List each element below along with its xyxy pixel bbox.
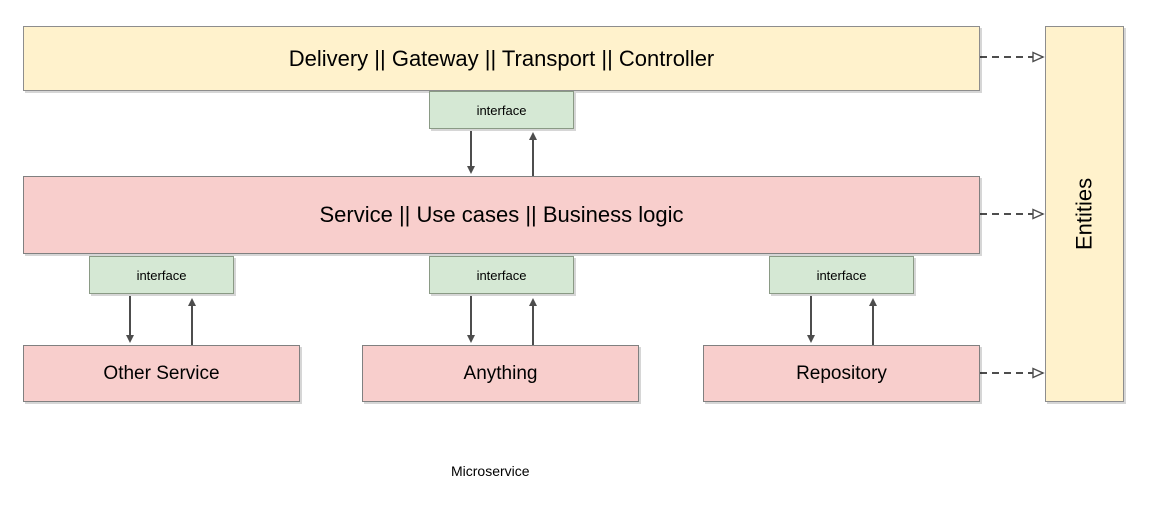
- interface-service-repository[interactable]: interface: [769, 256, 914, 294]
- interface-service-anything-label: interface: [476, 267, 527, 283]
- layer-delivery-label: Delivery || Gateway || Transport || Cont…: [288, 45, 715, 71]
- interface-service-other-label: interface: [136, 267, 187, 283]
- anything-examples-list: Microservice Web API Framework Library: [451, 411, 530, 520]
- interface-service-anything[interactable]: interface: [429, 256, 574, 294]
- anything-example-item: Microservice: [451, 463, 530, 479]
- layer-entities-label: Entities: [1071, 177, 1097, 251]
- layer-delivery[interactable]: Delivery || Gateway || Transport || Cont…: [23, 26, 980, 91]
- component-other-service[interactable]: Other Service: [23, 345, 300, 402]
- component-anything[interactable]: Anything: [362, 345, 639, 402]
- layer-entities[interactable]: Entities: [1045, 26, 1124, 402]
- component-other-service-label: Other Service: [103, 362, 220, 384]
- interface-delivery-service-label: interface: [476, 102, 527, 118]
- layer-service[interactable]: Service || Use cases || Business logic: [23, 176, 980, 254]
- component-anything-label: Anything: [463, 362, 538, 384]
- interface-service-other[interactable]: interface: [89, 256, 234, 294]
- interface-delivery-service[interactable]: interface: [429, 91, 574, 129]
- component-repository[interactable]: Repository: [703, 345, 980, 402]
- interface-service-repository-label: interface: [816, 267, 867, 283]
- component-repository-label: Repository: [796, 362, 887, 384]
- layer-service-label: Service || Use cases || Business logic: [319, 202, 684, 227]
